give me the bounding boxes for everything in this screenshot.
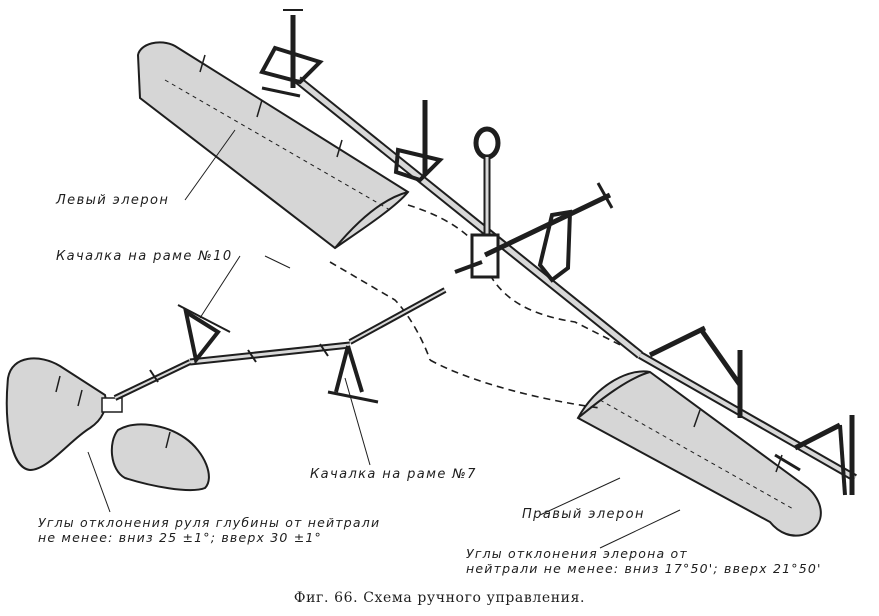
figure-caption: Фиг. 66. Схема ручного управления. [293,590,586,606]
rocker-frame-7-label: Качалка на раме №7 [310,467,477,482]
leader-lines [87,129,681,549]
elevators [5,357,210,492]
control-scheme-drawing [5,9,857,549]
left-rockers [259,9,444,183]
rocker-frame-7 [327,345,379,404]
elevator-push-rod [113,287,447,401]
control-stick [454,126,501,279]
elevator-angles-line-2: не менее: вниз 25 ±1°; вверх 30 ±1° [38,530,323,545]
left-aileron [136,41,410,250]
left-aileron-label: Левый элерон [56,193,170,208]
aileron-angles-line-2: нейтрали не менее: вниз 17°50'; вверх 21… [466,561,822,576]
rocker-frame-10 [177,304,231,365]
right-linkages [483,182,855,496]
elevator-angles-line-1: Углы отклонения руля глубины от нейтрали [38,515,381,530]
aileron-angles-note: Углы отклонения элерона от нейтрали не м… [466,546,822,576]
aileron-torque-tube [295,76,857,482]
rocker-frame-10-label: Качалка на раме №10 [56,249,233,264]
aileron-angles-line-1: Углы отклонения элерона от [466,546,688,561]
right-aileron-label: Правый элерон [522,507,645,522]
right-aileron [576,370,822,537]
elevator-angles-note: Углы отклонения руля глубины от нейтрали… [38,515,380,545]
